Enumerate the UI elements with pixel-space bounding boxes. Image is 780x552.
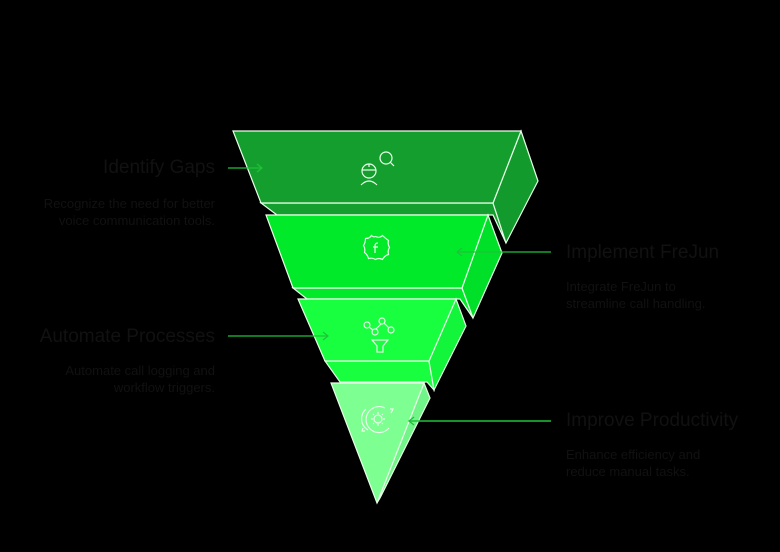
step-3-description: Automate call logging and workflow trigg… bbox=[65, 363, 215, 395]
gear-cycle-icon bbox=[360, 405, 394, 434]
funnel-layer-2 bbox=[265, 213, 503, 320]
step-2-description: Integrate FreJun to streamline call hand… bbox=[566, 279, 706, 311]
step-2-label: Implement FreJun Integrate FreJun to str… bbox=[566, 242, 746, 312]
step-3-label: Automate Processes Automate call logging… bbox=[20, 326, 215, 396]
connector-2 bbox=[456, 247, 551, 257]
step-1-title: Identify Gaps bbox=[103, 157, 215, 178]
funnel-layer-4 bbox=[330, 381, 431, 505]
workflow-funnel-icon bbox=[363, 317, 395, 353]
layer-4-front-face bbox=[330, 382, 425, 505]
step-1-label: Identify Gaps Recognize the need for bet… bbox=[20, 157, 215, 229]
connector-1 bbox=[228, 163, 263, 173]
connector-3 bbox=[228, 331, 329, 341]
funnel-layer-1 bbox=[232, 129, 539, 245]
frejun-badge-icon bbox=[362, 234, 391, 261]
step-1-description: Recognize the need for better voice comm… bbox=[43, 196, 215, 228]
step-4-title: Improve Productivity bbox=[566, 410, 739, 431]
worker-search-icon bbox=[360, 151, 395, 186]
step-3-title: Automate Processes bbox=[39, 326, 215, 347]
step-2-title: Implement FreJun bbox=[566, 242, 720, 263]
layer-1-front-face bbox=[232, 130, 522, 204]
funnel-layer-3 bbox=[297, 297, 467, 393]
connector-4 bbox=[407, 416, 551, 426]
layer-2-front-face bbox=[265, 214, 489, 289]
step-4-label: Improve Productivity Enhance efficiency … bbox=[566, 410, 766, 480]
step-4-description: Enhance efficiency and reduce manual tas… bbox=[566, 447, 701, 479]
